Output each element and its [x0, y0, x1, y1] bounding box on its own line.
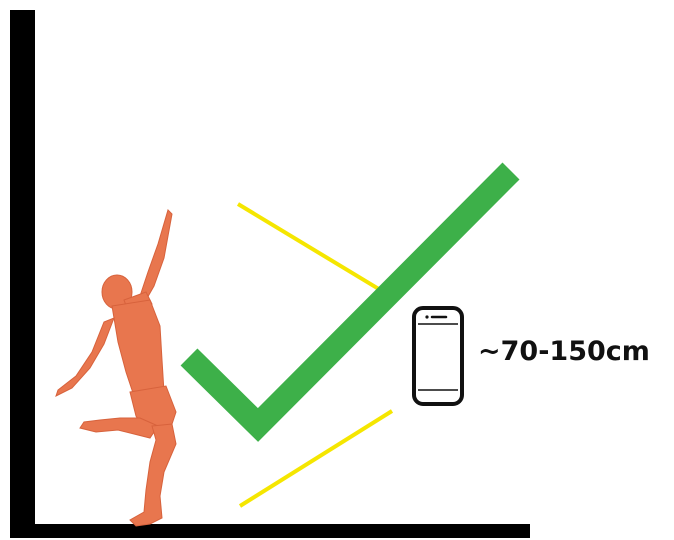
- wall: [10, 10, 35, 530]
- phone-icon: [414, 308, 462, 404]
- dancer-figure: [56, 210, 176, 526]
- distance-label: ~70-150cm: [478, 336, 650, 367]
- view-line-top: [238, 204, 392, 297]
- floor: [10, 524, 530, 538]
